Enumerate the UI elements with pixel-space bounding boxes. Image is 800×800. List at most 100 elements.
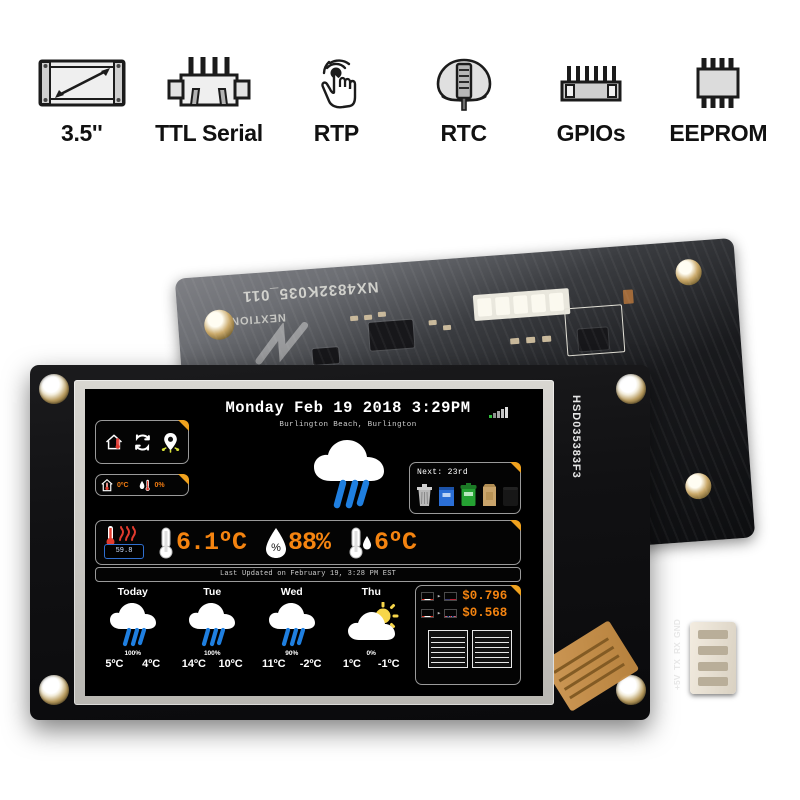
forecast-day[interactable]: Wed 90% [252,585,332,689]
svg-text:%: % [271,542,281,554]
forecast-high: 11ºC [262,658,286,670]
device-assembly: NX4832K035_011 NEXTION GND RX TX +5V [0,237,800,740]
feels-like-icon [349,527,372,558]
furnace-value: 59.8 [115,547,133,555]
feature-rtc: RTC [400,52,527,147]
current-temperature-value: 6.1ºC [176,528,247,557]
heavy-rain-cloud-icon [314,440,384,509]
location-pin-icon[interactable] [161,432,180,453]
pcb-smd-part [541,335,552,343]
nextion-logo-icon [255,321,309,365]
forecast-low: 10ºC [218,658,243,670]
forecast-low: 4ºC [142,658,161,670]
resistive-touch-icon [307,52,365,114]
indoor-humidity-icon [139,479,150,491]
pcb-smd-part [442,324,452,331]
pcb-mounting-hole [684,472,713,501]
pcb-pad [512,295,529,315]
uk-flag-icon [444,608,458,618]
feature-display-size: 3.5'' [18,52,145,147]
pcb-smd-part [363,314,373,321]
panel-corner-marker [510,585,521,596]
pin-label-rx: RX [672,642,682,654]
forecast-high: 14ºC [181,658,206,670]
green-organics-bin-icon [460,483,477,506]
panel-corner-marker [178,420,189,431]
pcb-smd-part [377,311,387,318]
canada-flag-icon [421,591,434,601]
lcd-screen[interactable]: 0ºC 0% Monday Feb 19 2018 3:29PM [85,389,543,696]
forecast-pop: 90% [285,650,299,657]
panel-part-label: HSD035383F3 [570,395,582,479]
datetime-text: Monday Feb 19 2018 3:29PM [225,399,471,417]
gpio-header-icon [556,52,626,114]
mounting-hole [39,675,69,705]
canada-flag-icon [421,608,434,618]
pcb-pad [477,297,493,317]
feature-label: RTP [313,120,359,146]
feature-label: TTL Serial [155,120,263,146]
pcb-pad [548,292,565,312]
black-bin-icon [503,487,518,506]
rain-icon [173,600,253,650]
bin-icons-row [416,483,519,507]
last-updated-text: Last Updated on February 19, 3:28 PM EST [219,570,397,578]
pcb-smd-part [349,315,359,322]
feature-label: 3.5'' [60,120,103,146]
feature-rtp: RTP [273,52,400,147]
forecast-day-label: Thu [361,586,381,598]
furnace-status-icon: 59.8 [102,525,144,560]
serial-connector-icon [163,52,255,114]
display-module: HSD035383F3 [30,365,650,720]
feature-label: RTC [440,120,487,146]
weather-station-ui: 0ºC 0% Monday Feb 19 2018 3:29PM [85,389,543,696]
pcb-smd-part [510,337,520,345]
thermometer-icon [159,527,173,558]
forecast-pop: 0% [366,650,376,657]
blind-right[interactable] [472,630,512,668]
next-pickup-label: Next: 23rd [417,468,469,477]
arrow-icon: ▸ [437,609,442,618]
pcb-smd-part [525,336,536,344]
panel-corner-marker [510,462,521,473]
arrow-icon: ▸ [437,592,442,601]
currency-row: ▸ $0.796 [421,589,520,603]
indoor-temp-icon [101,478,113,491]
feature-gpios: GPIOs [527,52,654,147]
display-diagonal-icon [38,52,126,114]
currency-value: $0.796 [462,589,508,603]
pcb-brand-silkscreen: NEXTION [229,310,287,327]
usa-flag-icon [444,591,458,601]
home-temp-icon[interactable] [104,432,124,452]
pcb-smd-part [428,319,437,326]
forecast-day[interactable]: Tue 100% [173,585,253,689]
rtc-battery-icon [432,52,496,114]
forecast-row: Today 100% [93,585,411,689]
pin-label-gnd: GND [672,619,682,638]
pcb-back-board: NX4832K035_011 NEXTION [174,237,756,579]
pcb-ic-chip [368,319,415,351]
forecast-high: 1ºC [342,658,361,670]
feature-eeprom: EEPROM [655,52,782,147]
forecast-day[interactable]: Today 100% [93,585,173,689]
blind-left[interactable] [428,630,468,668]
refresh-icon[interactable] [133,433,152,452]
blinds-control[interactable] [428,630,512,668]
feature-icon-row: 3.5'' TTL Serial [0,52,800,162]
forecast-pop: 100% [203,650,221,657]
pcb-ic-chip [577,327,610,352]
current-humidity-value: 88% [288,528,331,557]
furnace-display: 59.8 [104,543,144,559]
indoor-temperature-value: 0ºC [117,481,129,489]
forecast-day-label: Wed [280,586,303,598]
feature-label: EEPROM [669,120,768,146]
feature-label: GPIOs [556,120,626,146]
eeprom-chip-icon [686,52,750,114]
indoor-readings-panel: 0ºC 0% [95,474,189,496]
forecast-day[interactable]: Thu 0% [332,585,412,689]
rain-icon [252,600,332,650]
forecast-high: 5ºC [105,658,124,670]
pcb-outline [563,304,626,357]
pcb-model-silkscreen: NX4832K035_011 [241,278,380,305]
location-text: Burlington Beach, Burlington [279,421,417,429]
